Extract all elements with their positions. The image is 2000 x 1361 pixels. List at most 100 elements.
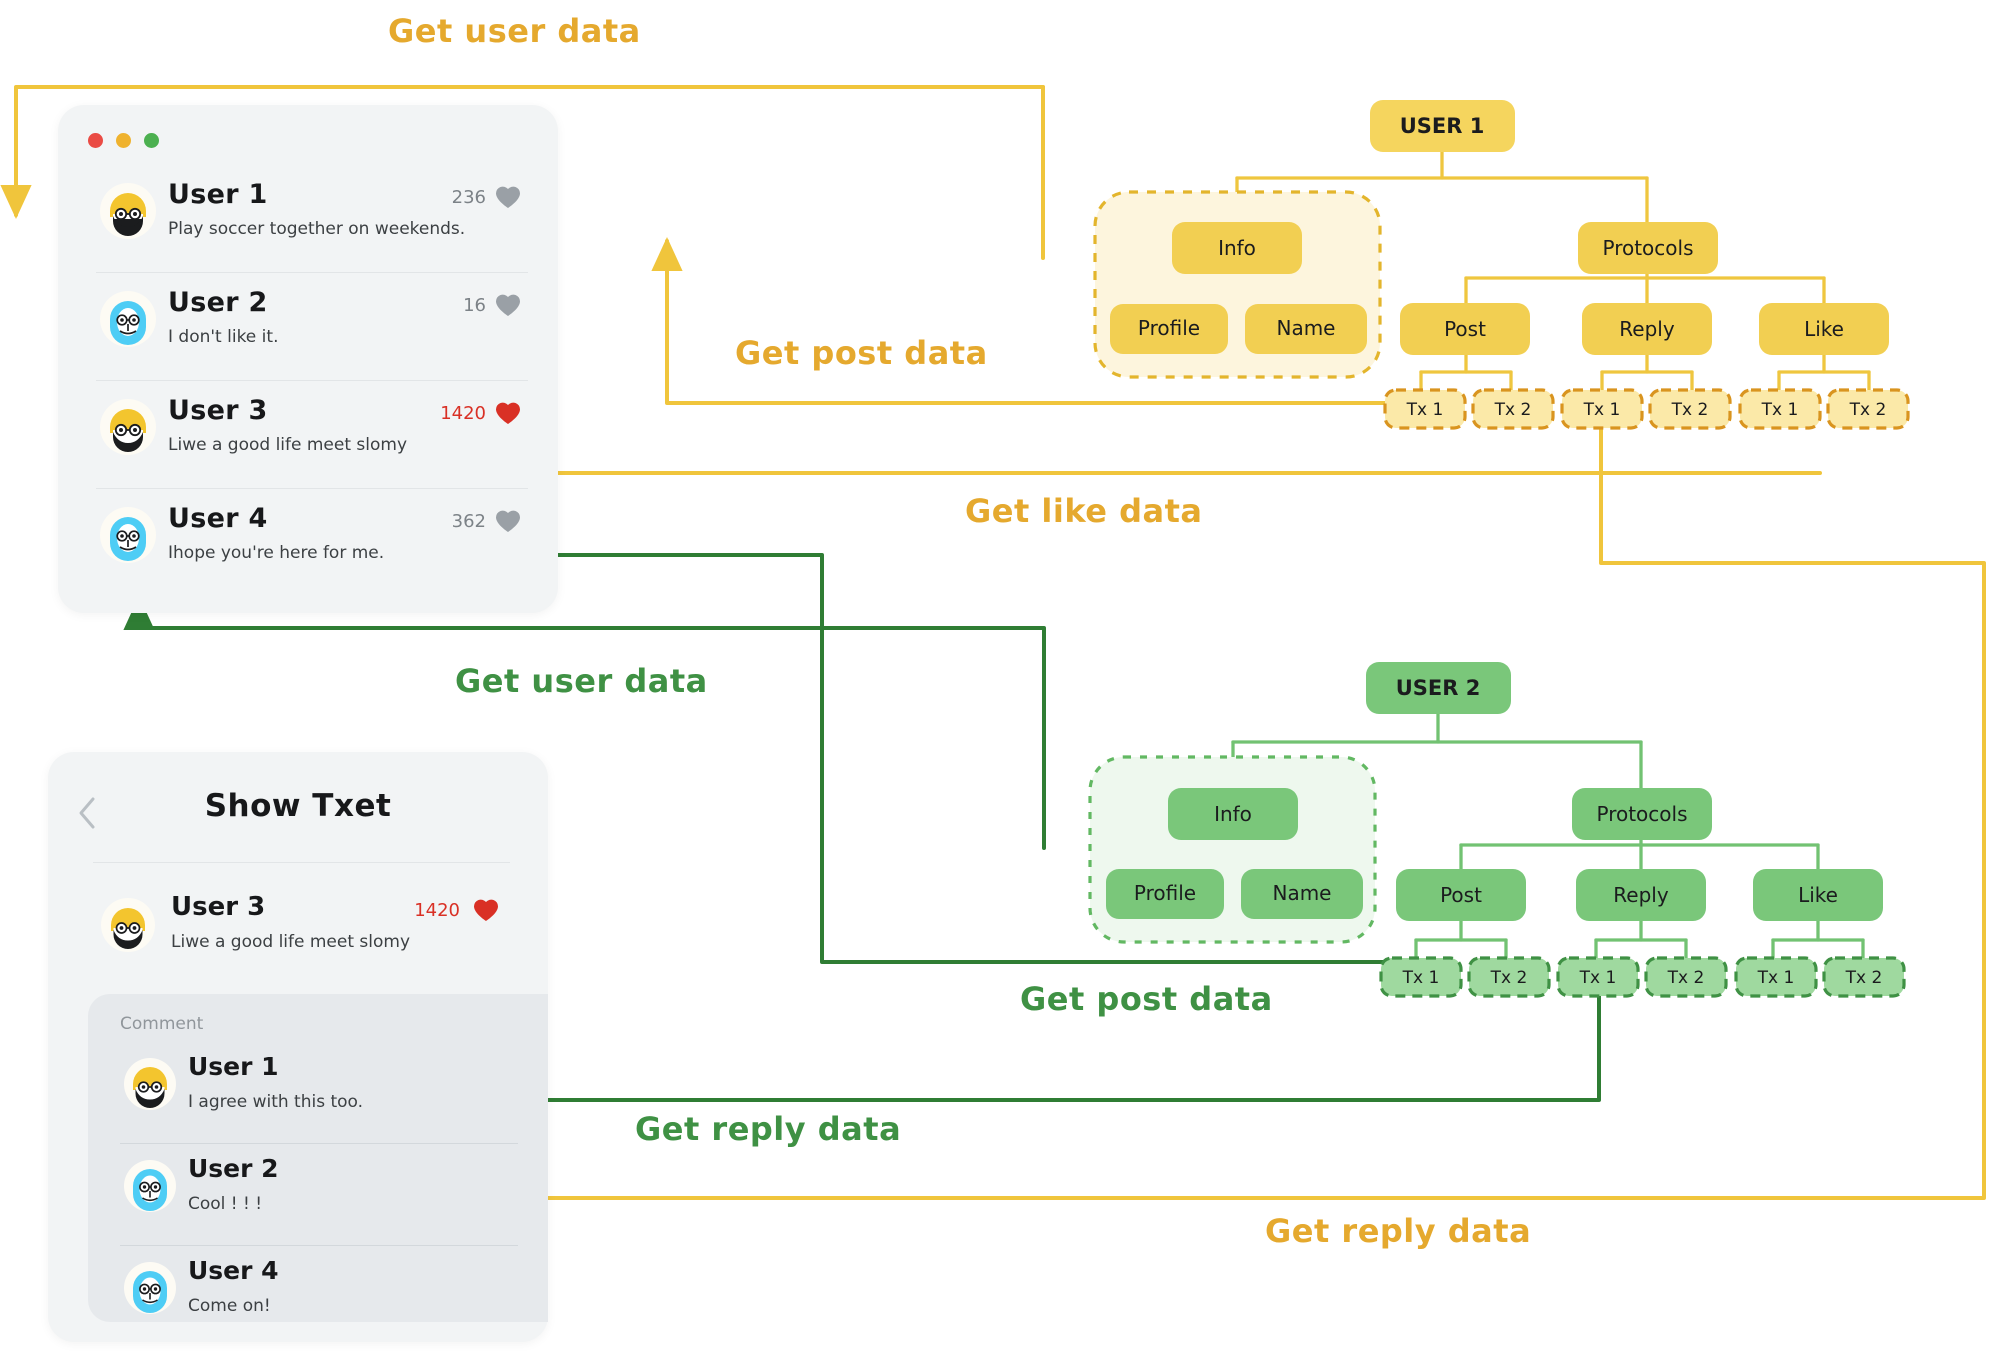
- node-info-yellow[interactable]: [1172, 222, 1302, 274]
- comment-section-label: Comment: [120, 1014, 204, 1034]
- node-tx-yellow-reply-2[interactable]: [1648, 388, 1732, 430]
- node-tx-green-like-2-label: Tx 2: [1845, 968, 1883, 988]
- comment-row[interactable]: User 1 I agree with this too.: [120, 1042, 518, 1144]
- node-post-green[interactable]: [1396, 869, 1526, 921]
- node-tx-green-like-2[interactable]: [1822, 956, 1906, 998]
- node-profile-yellow[interactable]: [1110, 304, 1228, 354]
- post-username: User 4: [168, 503, 268, 534]
- comment-username: User 2: [188, 1154, 279, 1183]
- feed-post-row[interactable]: User 2 I don't like it. 16: [96, 273, 528, 381]
- node-post-yellow-label: Post: [1444, 317, 1486, 341]
- comment-section: Comment: [88, 994, 548, 1322]
- node-protocols-green-label: Protocols: [1596, 802, 1687, 826]
- node-info-yellow-label: Info: [1218, 236, 1256, 260]
- tree-user-1: USER 1 Info Profile Name Protocols Post …: [1093, 100, 1910, 430]
- node-tx-yellow-reply-1[interactable]: [1560, 388, 1644, 430]
- node-reply-green-label: Reply: [1613, 883, 1669, 907]
- avatar-blue-icon: [124, 1160, 176, 1212]
- maximize-icon[interactable]: [144, 133, 159, 148]
- post-username: User 2: [168, 287, 268, 318]
- node-reply-yellow[interactable]: [1582, 303, 1712, 355]
- avatar-yellow-icon: [101, 898, 155, 952]
- node-tx-yellow-post-2[interactable]: [1471, 388, 1555, 430]
- avatar-yellow-icon: [124, 1058, 176, 1110]
- heart-icon[interactable]: [494, 508, 522, 534]
- node-post-yellow[interactable]: [1400, 303, 1530, 355]
- info-group-highlight-green: [1088, 755, 1377, 944]
- detail-like-count: 1420: [414, 900, 460, 921]
- node-info-green[interactable]: [1168, 788, 1298, 840]
- post-text: Ihope you're here for me.: [168, 543, 385, 563]
- node-protocols-green[interactable]: [1572, 788, 1712, 840]
- feed-post-row[interactable]: User 4 Ihope you're here for me. 362: [96, 489, 528, 596]
- node-tx-green-post-2-label: Tx 2: [1490, 968, 1528, 988]
- node-user-2-root[interactable]: [1366, 662, 1511, 714]
- feed-post-row[interactable]: User 1 Play soccer together on weekends.…: [96, 165, 528, 273]
- like-count: 1420: [440, 403, 486, 424]
- heart-icon[interactable]: [494, 400, 522, 426]
- comment-row[interactable]: User 2 Cool ! ! !: [120, 1144, 518, 1246]
- info-group-highlight: [1093, 190, 1382, 379]
- arrow-get-post-data-yellow: [651, 237, 1387, 405]
- node-reply-green[interactable]: [1576, 869, 1706, 921]
- node-name-yellow[interactable]: [1245, 304, 1367, 354]
- node-user-1-root[interactable]: [1370, 100, 1515, 152]
- node-protocols-yellow-label: Protocols: [1602, 236, 1693, 260]
- tree-user-1-edges: [1165, 148, 1871, 392]
- heart-icon[interactable]: [494, 184, 522, 210]
- heart-icon[interactable]: [472, 897, 500, 923]
- node-tx-yellow-like-1[interactable]: [1738, 388, 1822, 430]
- comment-text: I agree with this too.: [188, 1092, 364, 1112]
- node-name-green[interactable]: [1241, 869, 1363, 919]
- node-tx-green-post-1-label: Tx 1: [1402, 968, 1440, 988]
- node-tx-yellow-like-1-label: Tx 1: [1761, 400, 1799, 420]
- post-detail-window[interactable]: Show Txet User 3 Liwe a good life meet s…: [48, 752, 548, 1342]
- node-like-green-label: Like: [1798, 883, 1838, 907]
- node-profile-green-label: Profile: [1134, 881, 1196, 905]
- node-protocols-yellow[interactable]: [1578, 222, 1718, 274]
- node-like-green[interactable]: [1753, 869, 1883, 921]
- annotation-get-reply-data-green: Get reply data: [635, 1110, 902, 1148]
- node-profile-green[interactable]: [1106, 869, 1224, 919]
- like-count: 16: [463, 295, 486, 316]
- node-tx-yellow-like-2-label: Tx 2: [1849, 400, 1887, 420]
- detail-post-text: Liwe a good life meet slomy: [171, 932, 411, 952]
- post-text: I don't like it.: [168, 327, 279, 347]
- node-name-green-label: Name: [1272, 881, 1331, 905]
- node-reply-yellow-label: Reply: [1619, 317, 1675, 341]
- post-text: Liwe a good life meet slomy: [168, 435, 408, 455]
- avatar-blue-icon: [100, 291, 156, 347]
- node-tx-yellow-post-1-label: Tx 1: [1406, 400, 1444, 420]
- node-tx-yellow-post-1[interactable]: [1383, 388, 1467, 430]
- avatar-yellow-icon: [100, 399, 156, 455]
- tree-user-2-edges: [1161, 710, 1865, 960]
- detail-post-row[interactable]: User 3 Liwe a good life meet slomy 1420: [93, 878, 518, 984]
- node-tx-green-post-2[interactable]: [1467, 956, 1551, 998]
- comment-username: User 4: [188, 1256, 279, 1285]
- comment-row[interactable]: User 4 Come on!: [120, 1246, 518, 1347]
- node-tx-green-like-1-label: Tx 1: [1757, 968, 1795, 988]
- close-icon[interactable]: [88, 133, 103, 148]
- node-tx-yellow-like-2[interactable]: [1826, 388, 1910, 430]
- node-like-yellow[interactable]: [1759, 303, 1889, 355]
- annotation-get-user-data-green: Get user data: [455, 662, 708, 700]
- post-username: User 1: [168, 179, 268, 210]
- feed-post-row[interactable]: User 3 Liwe a good life meet slomy 1420: [96, 381, 528, 489]
- social-feed-window[interactable]: User 1 Play soccer together on weekends.…: [58, 105, 558, 613]
- detail-header: Show Txet: [48, 778, 548, 848]
- node-tx-green-reply-2[interactable]: [1644, 956, 1728, 998]
- back-chevron-icon[interactable]: [76, 796, 98, 830]
- node-tx-green-reply-1[interactable]: [1556, 956, 1640, 998]
- node-tx-green-like-1[interactable]: [1734, 956, 1818, 998]
- minimize-icon[interactable]: [116, 133, 131, 148]
- node-post-green-label: Post: [1440, 883, 1482, 907]
- node-tx-green-post-1[interactable]: [1379, 956, 1463, 998]
- node-tx-yellow-reply-2-label: Tx 2: [1671, 400, 1709, 420]
- post-text: Play soccer together on weekends.: [168, 219, 466, 239]
- annotation-get-like-data-yellow: Get like data: [965, 492, 1203, 530]
- like-count: 362: [451, 511, 486, 532]
- heart-icon[interactable]: [494, 292, 522, 318]
- node-info-green-label: Info: [1214, 802, 1252, 826]
- node-name-yellow-label: Name: [1276, 316, 1335, 340]
- comment-text: Cool ! ! !: [188, 1194, 263, 1214]
